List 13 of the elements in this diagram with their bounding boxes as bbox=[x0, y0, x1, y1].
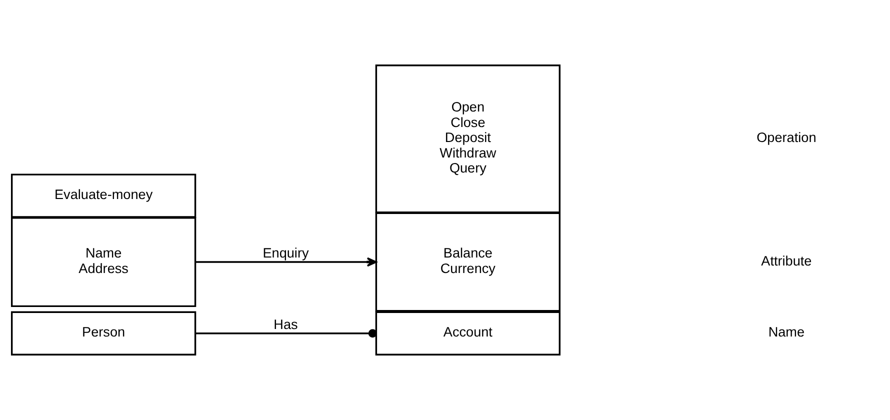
connector bbox=[195, 329, 377, 338]
label: Operation bbox=[756, 130, 816, 146]
edge-label: Has bbox=[274, 316, 298, 332]
node-box: Person bbox=[10, 311, 196, 356]
node-box: Name Address bbox=[10, 217, 196, 308]
node-box: Open Close Deposit Withdraw Query bbox=[375, 64, 561, 214]
label: Attribute bbox=[761, 253, 812, 268]
node-box: Balance Currency bbox=[375, 212, 561, 312]
node-box: Evaluate-money bbox=[10, 174, 196, 218]
arrow bbox=[195, 257, 377, 267]
edge-label: Enquiry bbox=[262, 246, 309, 261]
node-box: Account bbox=[375, 311, 561, 356]
label: Name bbox=[768, 324, 805, 340]
